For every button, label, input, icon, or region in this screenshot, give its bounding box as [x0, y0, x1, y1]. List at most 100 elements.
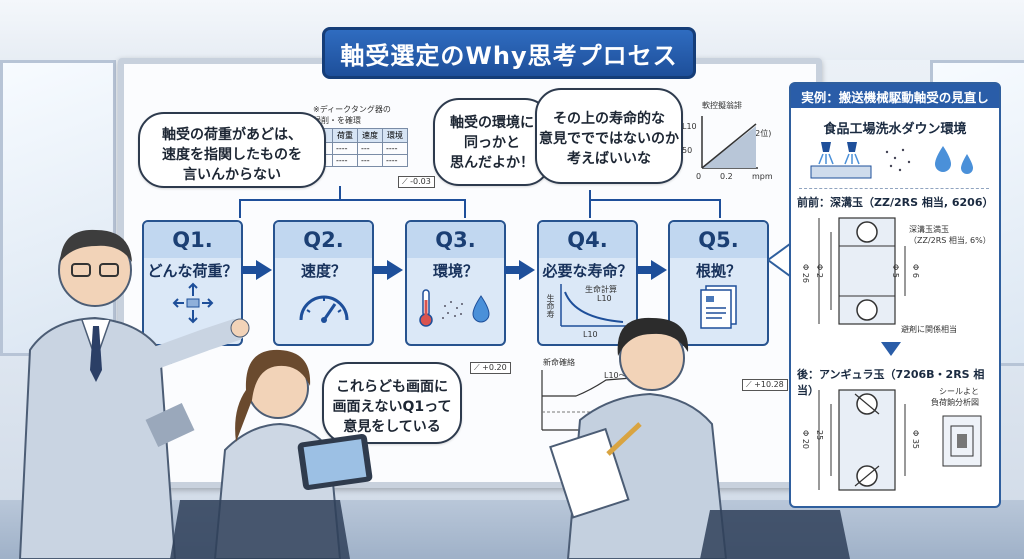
step-id: Q5.: [670, 222, 767, 258]
step-q4[interactable]: Q4. 必要な寿命？ 生命寿 生命計算 L10 L10: [537, 220, 638, 346]
table-header: 環境: [382, 128, 408, 143]
step-q2[interactable]: Q2. 速度？: [273, 220, 374, 346]
tolerance-symbol: ⟋: [746, 380, 755, 389]
page-title: 軸受選定のWhy思考プロセス: [322, 27, 696, 79]
before-note: （ZZ/2RS 相当, 6%）: [909, 236, 991, 245]
before-note: 深溝玉満玉: [909, 225, 949, 234]
step-id: Q3.: [407, 222, 504, 258]
dim-label: Φ 6: [911, 264, 920, 278]
floor: [0, 500, 1024, 559]
life-chart: 軟控擬翁誹 L10 50 (2位) 0 0.2 mpm: [682, 100, 782, 190]
table-cell: ----: [382, 142, 408, 155]
bubble-line: その上の寿命的な: [553, 111, 665, 127]
tolerance-symbol: ⟋: [402, 177, 411, 186]
chart-ytick: 50: [682, 146, 693, 155]
bubble-line: 画面えないQ1って: [332, 399, 452, 415]
step-q1[interactable]: Q1. どんな荷重？: [142, 220, 243, 346]
bubble-bottom: これらども画面に 画面えないQ1って 意見をしている: [322, 362, 462, 444]
step-id: Q4.: [539, 222, 636, 258]
bubble-line: 同っかと: [464, 135, 520, 151]
flow-arrow-icon: [387, 260, 403, 280]
down-arrow-icon: [881, 342, 901, 356]
dim-label: 25: [815, 430, 824, 441]
left-window: [0, 60, 116, 356]
angular-bearing-icon: [818, 389, 906, 491]
thermometer-droplet-icon: [419, 289, 490, 327]
step-q3[interactable]: Q3. 環境？: [405, 220, 506, 346]
bubble-line: 速度を指関したものを: [162, 147, 302, 163]
panel-divider: [799, 188, 989, 189]
load-arrows-icon: [172, 282, 214, 324]
washdown-icon: [810, 142, 973, 179]
bubble-line: これらども画面に: [336, 379, 448, 395]
table-cell: ----: [382, 154, 408, 167]
flow-arrow-bar: [372, 266, 388, 274]
bubble-line: 意見をしている: [343, 419, 441, 435]
after-note: 負荷餉分析図: [931, 398, 979, 407]
table-caption: ※ディークタング器の: [313, 105, 391, 114]
chart-xtick: 0: [696, 172, 702, 181]
graph-xlabel: L10: [583, 330, 598, 339]
bubble-line: 思んだよか！: [450, 155, 534, 171]
case-panel: 実例：搬送機械駆動軸受の見直し 食品工場洗水ダウン環境 前前：深溝玉（ZZ/2R…: [789, 82, 1001, 508]
tolerance-box: ⟋ -0.03: [398, 176, 435, 188]
env-title: 食品工場洗水ダウン環境: [823, 122, 967, 137]
step-q5[interactable]: Q5. 根拠？: [668, 220, 769, 346]
table-cell: ---: [357, 154, 383, 167]
graph-title: 生命計算: [585, 285, 617, 294]
flow-arrow-bar: [241, 266, 257, 274]
flow-arrow-icon: [519, 260, 535, 280]
seal-detail-icon: [942, 415, 982, 467]
step-label: 速度？: [300, 262, 346, 280]
table-caption-2: 録削・を確環: [313, 116, 361, 125]
bubble-left: 軸受の荷重があどは、 速度を指関したものを 言いんからない: [138, 112, 326, 188]
table-header: 荷重: [332, 128, 358, 143]
note-left: ※ 来波: [147, 356, 173, 365]
flow-arrow-icon: [651, 260, 667, 280]
life-label: 新命確絡: [543, 358, 575, 367]
dim-label: Φ 26: [801, 264, 810, 284]
bubble-mid: 軸受の環境に 同っかと 思んだよか！: [433, 98, 551, 186]
before-note: 避剤に関係相当: [901, 325, 957, 334]
after-note: シールよと: [939, 387, 979, 396]
life-sketch: [541, 370, 633, 431]
bubble-line: 軸受の荷重があどは、: [162, 127, 302, 143]
panel-connector: [768, 242, 791, 278]
table-row: A ---- --- ----: [313, 142, 408, 155]
before-title: 前前：深溝玉（ZZ/2RS 相当, 6206）: [797, 196, 994, 209]
table-row: B ---- --- ----: [313, 154, 408, 167]
tolerance-box-a: ⟋ +0.20: [470, 362, 511, 374]
tolerance-value: +0.20: [482, 363, 507, 372]
tolerance-box-b: ⟋ +10.28: [742, 379, 788, 391]
table-cell: ----: [332, 154, 358, 167]
graph-ylabel: 生命寿: [546, 294, 555, 318]
flow-arrow-icon: [256, 260, 272, 280]
chart-plot: [701, 116, 758, 169]
step-label: 必要な寿命？: [542, 262, 633, 280]
criteria-table: ※ディークタング器の 録削・を確環 荷重 速度 環境 A ---- --- --…: [313, 104, 443, 167]
chart-xtick: 0.2: [720, 172, 733, 181]
table-header: 速度: [357, 128, 383, 143]
dim-label: Φ 5: [891, 264, 900, 278]
dim-label: Φ 20: [801, 430, 810, 450]
step-label: 根拠？: [695, 262, 741, 280]
life-curve-icon: [560, 284, 629, 327]
document-icon: [700, 285, 737, 329]
dim-label: Φ 35: [911, 430, 920, 450]
dim-label: Φ 2: [815, 264, 824, 278]
bubble-right: その上の寿命的な 意見ででではないのか 考えばいいな: [535, 88, 683, 184]
bubble-line: 意見ででではないのか: [539, 131, 679, 147]
chart-xunit: mpm: [752, 172, 773, 181]
tolerance-symbol: ⟋: [474, 363, 483, 372]
deep-groove-bearing-icon: [818, 217, 906, 325]
step-id: Q1.: [144, 222, 241, 258]
table: 荷重 速度 環境 A ---- --- ---- B ---- --- ----: [313, 128, 408, 167]
chart-note: (2位): [752, 129, 772, 138]
bubble-line: 言いんからない: [183, 167, 281, 183]
bubble-line: 軸受の環境に: [450, 115, 534, 131]
flow-arrow-bar: [504, 266, 520, 274]
graph-sub: L10: [597, 294, 612, 303]
table-cell: ----: [332, 142, 358, 155]
step-id: Q2.: [275, 222, 372, 258]
step-label: どんな荷重？: [147, 262, 238, 280]
